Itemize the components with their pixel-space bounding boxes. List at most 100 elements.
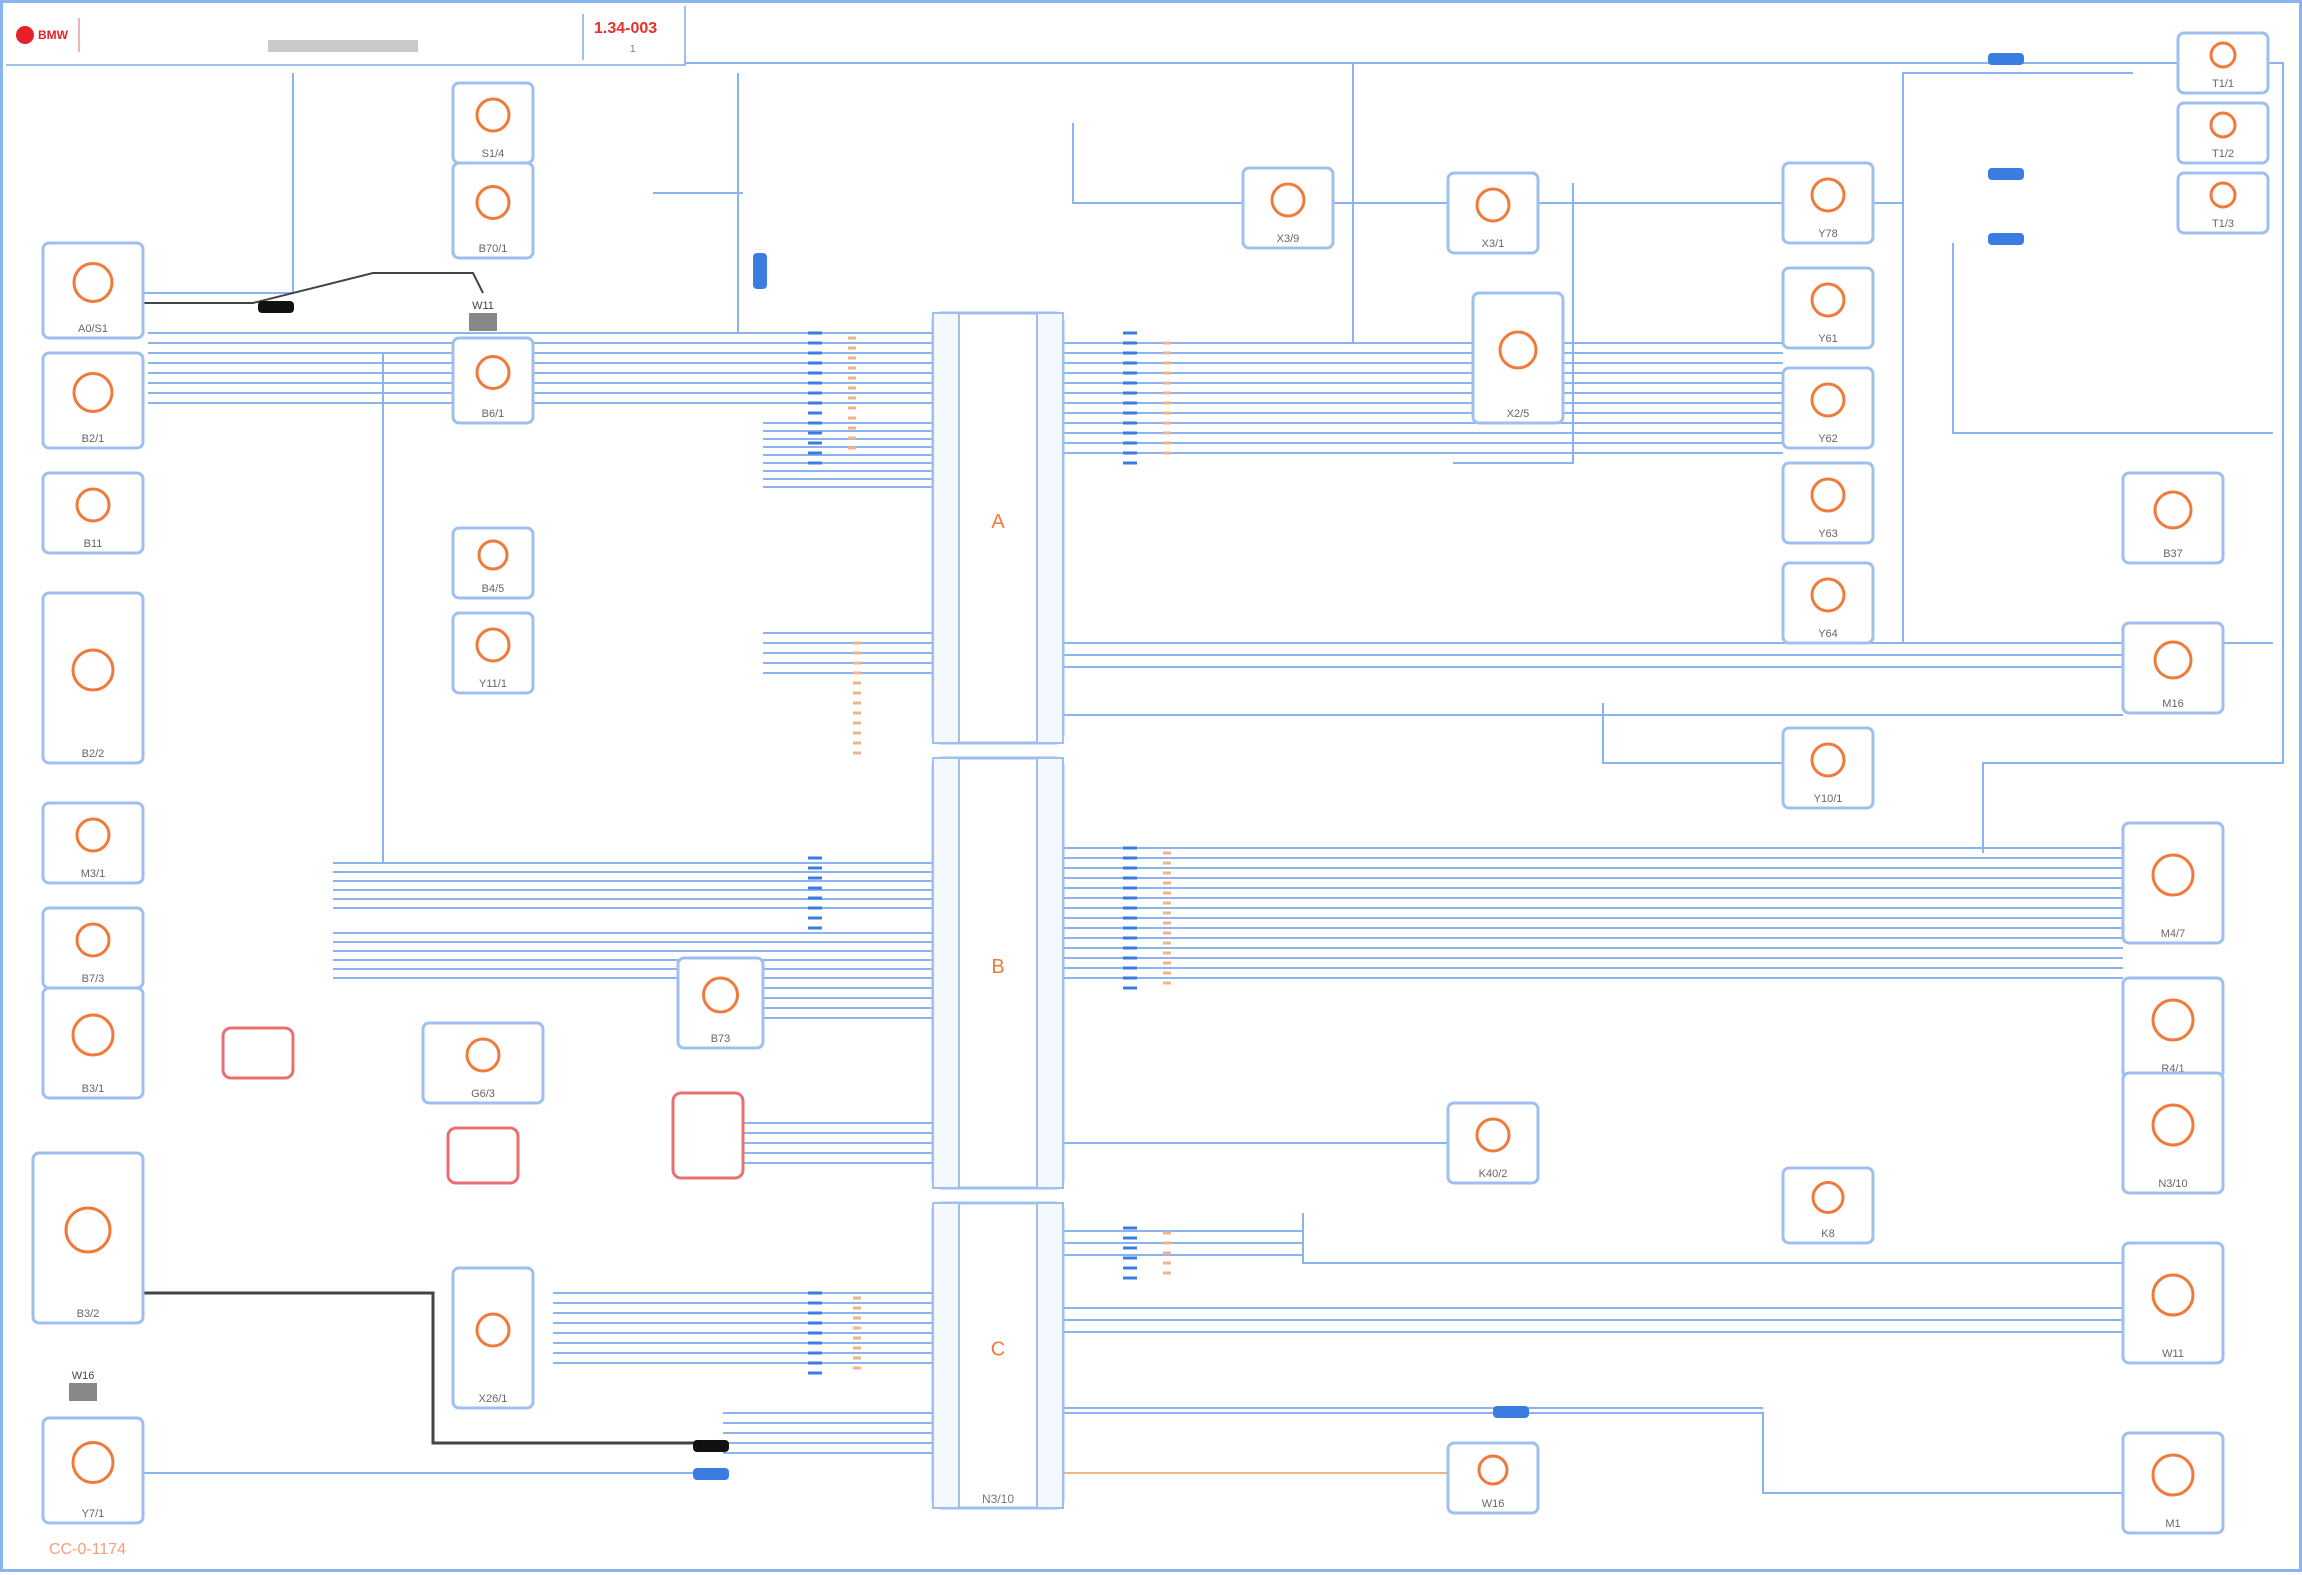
component-symbol	[477, 539, 509, 571]
diagram-canvas: ABCN3/10A0/S1B2/1B11B2/2M3/1B7/3B3/1B3/2…	[31, 31, 2284, 1535]
component-c9: Y7/1	[41, 1416, 145, 1525]
component-label: B3/2	[77, 1308, 100, 1320]
component-symbol	[1811, 1181, 1845, 1214]
wires	[63, 62, 2284, 1494]
component-c18: X3/9	[1241, 166, 1335, 250]
component-frame	[2121, 1241, 2225, 1365]
component-label: B6/1	[482, 408, 505, 420]
component-label: B2/2	[82, 748, 105, 760]
component-frame	[451, 526, 535, 600]
component-symbol	[1477, 1454, 1509, 1486]
module-section-label: A	[991, 511, 1005, 533]
component-frame	[2121, 821, 2225, 945]
components: ABCN3/10A0/S1B2/1B11B2/2M3/1B7/3B3/1B3/2…	[31, 31, 2270, 1535]
component-symbol	[64, 1206, 112, 1254]
component-c11: B70/1	[451, 161, 535, 260]
component-label: T1/3	[2212, 218, 2234, 230]
wire-route	[1063, 1412, 2123, 1494]
component-symbol	[75, 487, 111, 523]
diagram-code-box: 1.34-003 1	[582, 14, 688, 60]
component-c27: T1/1	[2176, 31, 2270, 95]
component-symbol	[475, 97, 511, 133]
component-c33: R4/1	[2121, 976, 2225, 1080]
ground-label: W16	[72, 1370, 95, 1382]
module-label: N3/10	[982, 1492, 1014, 1506]
component-symbol	[1810, 742, 1846, 778]
component-c5: M3/1	[41, 801, 145, 885]
component-symbol	[2209, 41, 2237, 69]
component-symbol	[1475, 187, 1511, 223]
diagram-caption	[268, 40, 418, 52]
splice-connector	[446, 1126, 520, 1185]
component-label: T1/1	[2212, 78, 2234, 90]
component-symbol	[75, 922, 111, 958]
component-symbol	[1810, 577, 1846, 613]
component-c6: B7/3	[41, 906, 145, 990]
component-symbol	[475, 627, 511, 663]
component-frame	[1781, 461, 1875, 545]
component-c35: K40/2	[1446, 1101, 1540, 1185]
component-symbol	[465, 1037, 501, 1073]
component-frame	[451, 161, 535, 260]
component-label: X3/9	[1277, 233, 1300, 245]
component-c38: W16	[1446, 1441, 1540, 1515]
component-label: Y10/1	[1814, 793, 1843, 805]
component-c2: B2/1	[41, 351, 145, 450]
component-c28: T1/2	[2176, 101, 2270, 165]
component-label: X2/5	[1507, 408, 1530, 420]
component-symbol	[475, 185, 511, 220]
wire-route	[1453, 183, 1574, 464]
component-c13: B4/5	[451, 526, 535, 600]
component-label: W16	[1482, 1498, 1505, 1510]
wire-route	[1072, 72, 2133, 204]
component-label: B73	[711, 1033, 731, 1045]
brand-logo-text: BMW	[38, 28, 68, 42]
component-symbol	[72, 372, 114, 413]
component-frame	[1241, 166, 1335, 250]
splice-connector	[671, 1091, 745, 1180]
connector-plug	[693, 1440, 729, 1452]
diagram-reference: CC-0-1174	[49, 1541, 127, 1558]
connector-plug	[753, 253, 767, 289]
wire-route	[1302, 1213, 2123, 1264]
component-label: N3/10	[2158, 1178, 2187, 1190]
component-c12: B6/1	[451, 336, 535, 425]
connector-plug	[1988, 233, 2024, 245]
component-symbol	[72, 262, 114, 303]
component-frame	[1781, 266, 1875, 350]
component-c25: Y64	[1781, 561, 1875, 645]
component-frame	[2121, 1431, 2225, 1535]
component-label: Y78	[1818, 228, 1838, 240]
wire-route	[63, 62, 2284, 853]
module-pin-strip-left	[932, 312, 960, 744]
component-label: X26/1	[479, 1393, 508, 1405]
component-frame	[41, 986, 145, 1100]
component-c39: M1	[2121, 1431, 2225, 1535]
component-c21: Y78	[1781, 161, 1875, 245]
component-label: Y7/1	[82, 1508, 105, 1520]
component-symbol	[1810, 382, 1846, 418]
brand-logo: BMW	[14, 18, 80, 52]
component-symbol	[2151, 1273, 2195, 1317]
component-label: B4/5	[482, 583, 505, 595]
connector-plug	[1493, 1406, 1529, 1418]
component-c10: S1/4	[451, 81, 535, 165]
component-symbol	[2209, 181, 2237, 209]
component-c37: W11	[2121, 1241, 2225, 1365]
component-c29: T1/3	[2176, 171, 2270, 235]
component-c19: X3/1	[1446, 171, 1540, 255]
component-c17: B73	[676, 956, 765, 1050]
component-symbol	[71, 1013, 115, 1057]
wire-route	[133, 272, 484, 304]
component-frame	[2176, 31, 2270, 95]
title-block: BMW 1.34-003 1	[6, 6, 686, 66]
component-c24: Y63	[1781, 461, 1875, 545]
component-c31: M16	[2121, 621, 2225, 715]
connector-plug	[693, 1468, 729, 1480]
splice-connector	[221, 1026, 295, 1080]
component-symbol	[71, 1441, 115, 1484]
component-label: Y62	[1818, 433, 1838, 445]
component-frame	[41, 471, 145, 555]
module-pin-strip-right	[1036, 312, 1064, 744]
